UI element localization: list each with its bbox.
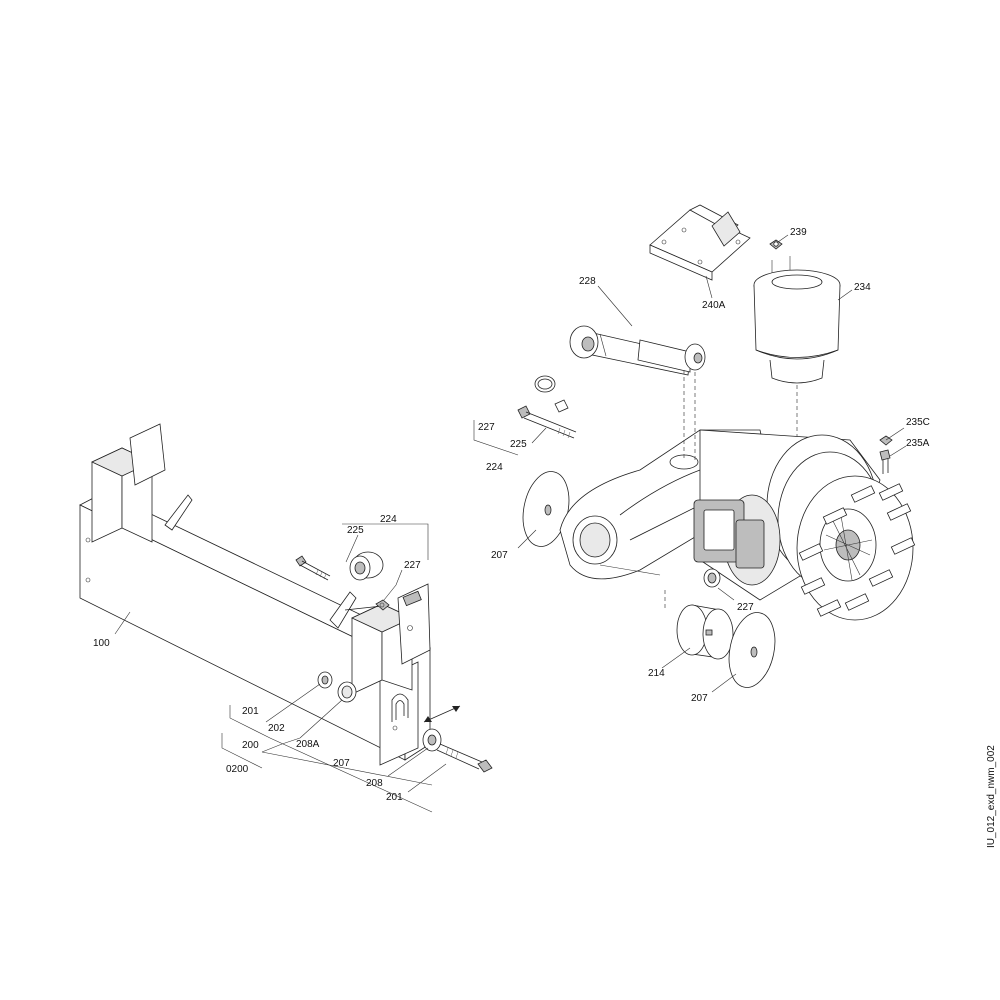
bolt-225-left [295,555,331,581]
callout-207-right-upper: 207 [491,550,508,561]
nut-227-right [703,568,721,588]
bushing-214 [676,604,734,660]
brake-caliper [693,499,765,569]
bolt-235a [879,449,891,474]
callout-225-left: 225 [347,525,364,536]
callout-214: 214 [648,668,665,679]
washer-207-upper [522,471,570,547]
callout-201-upper: 201 [242,706,259,717]
callout-240a: 240A [702,300,726,311]
callout-227-right-lower: 227 [737,602,754,613]
pin-clip [554,399,569,413]
bolt-201 [436,743,493,773]
callout-207-right-lower: 207 [691,693,708,704]
wheel-hub [796,475,916,621]
callout-224-right: 224 [486,462,503,473]
snap-ring [534,375,556,393]
callout-200: 200 [242,740,259,751]
shock-absorber-228 [569,325,706,376]
main-beam-100 [79,423,431,766]
nut-202 [317,671,333,689]
callout-100: 100 [93,638,110,649]
callout-0200: 0200 [226,764,249,775]
drawing-id: IU_012_exd_nwm_002 [986,745,997,848]
callout-202: 202 [268,723,285,734]
washer-208 [422,728,442,752]
air-spring-234 [753,256,841,384]
callout-227-left: 227 [404,560,421,571]
bolt-225-right [517,405,577,439]
callout-235a: 235A [906,438,930,449]
callout-228: 228 [579,276,596,287]
callout-224-left: 224 [380,514,397,525]
bracket-240a [649,204,751,281]
callout-208a: 208A [296,739,320,750]
bushing-225-left [349,551,384,581]
washer-207-lower [728,612,776,688]
callout-239: 239 [790,227,807,238]
callout-235c: 235C [906,417,930,428]
leader-lines [114,234,907,813]
wheel-studs [798,483,916,617]
callout-208: 208 [366,778,383,789]
nut-227-left [375,599,390,611]
washer-208a [337,681,357,703]
callout-225-right: 225 [510,439,527,450]
callout-227-right-top: 227 [478,422,495,433]
nut-239 [769,239,783,250]
callout-207-left: 207 [333,758,350,769]
direction-arrow [423,705,461,723]
callout-234: 234 [854,282,871,293]
assembly-guide-lines [664,370,798,610]
callout-201-lower: 201 [386,792,403,803]
callout-labels: 100 201 202 200 0200 208A 207 208 201 22… [93,227,997,848]
